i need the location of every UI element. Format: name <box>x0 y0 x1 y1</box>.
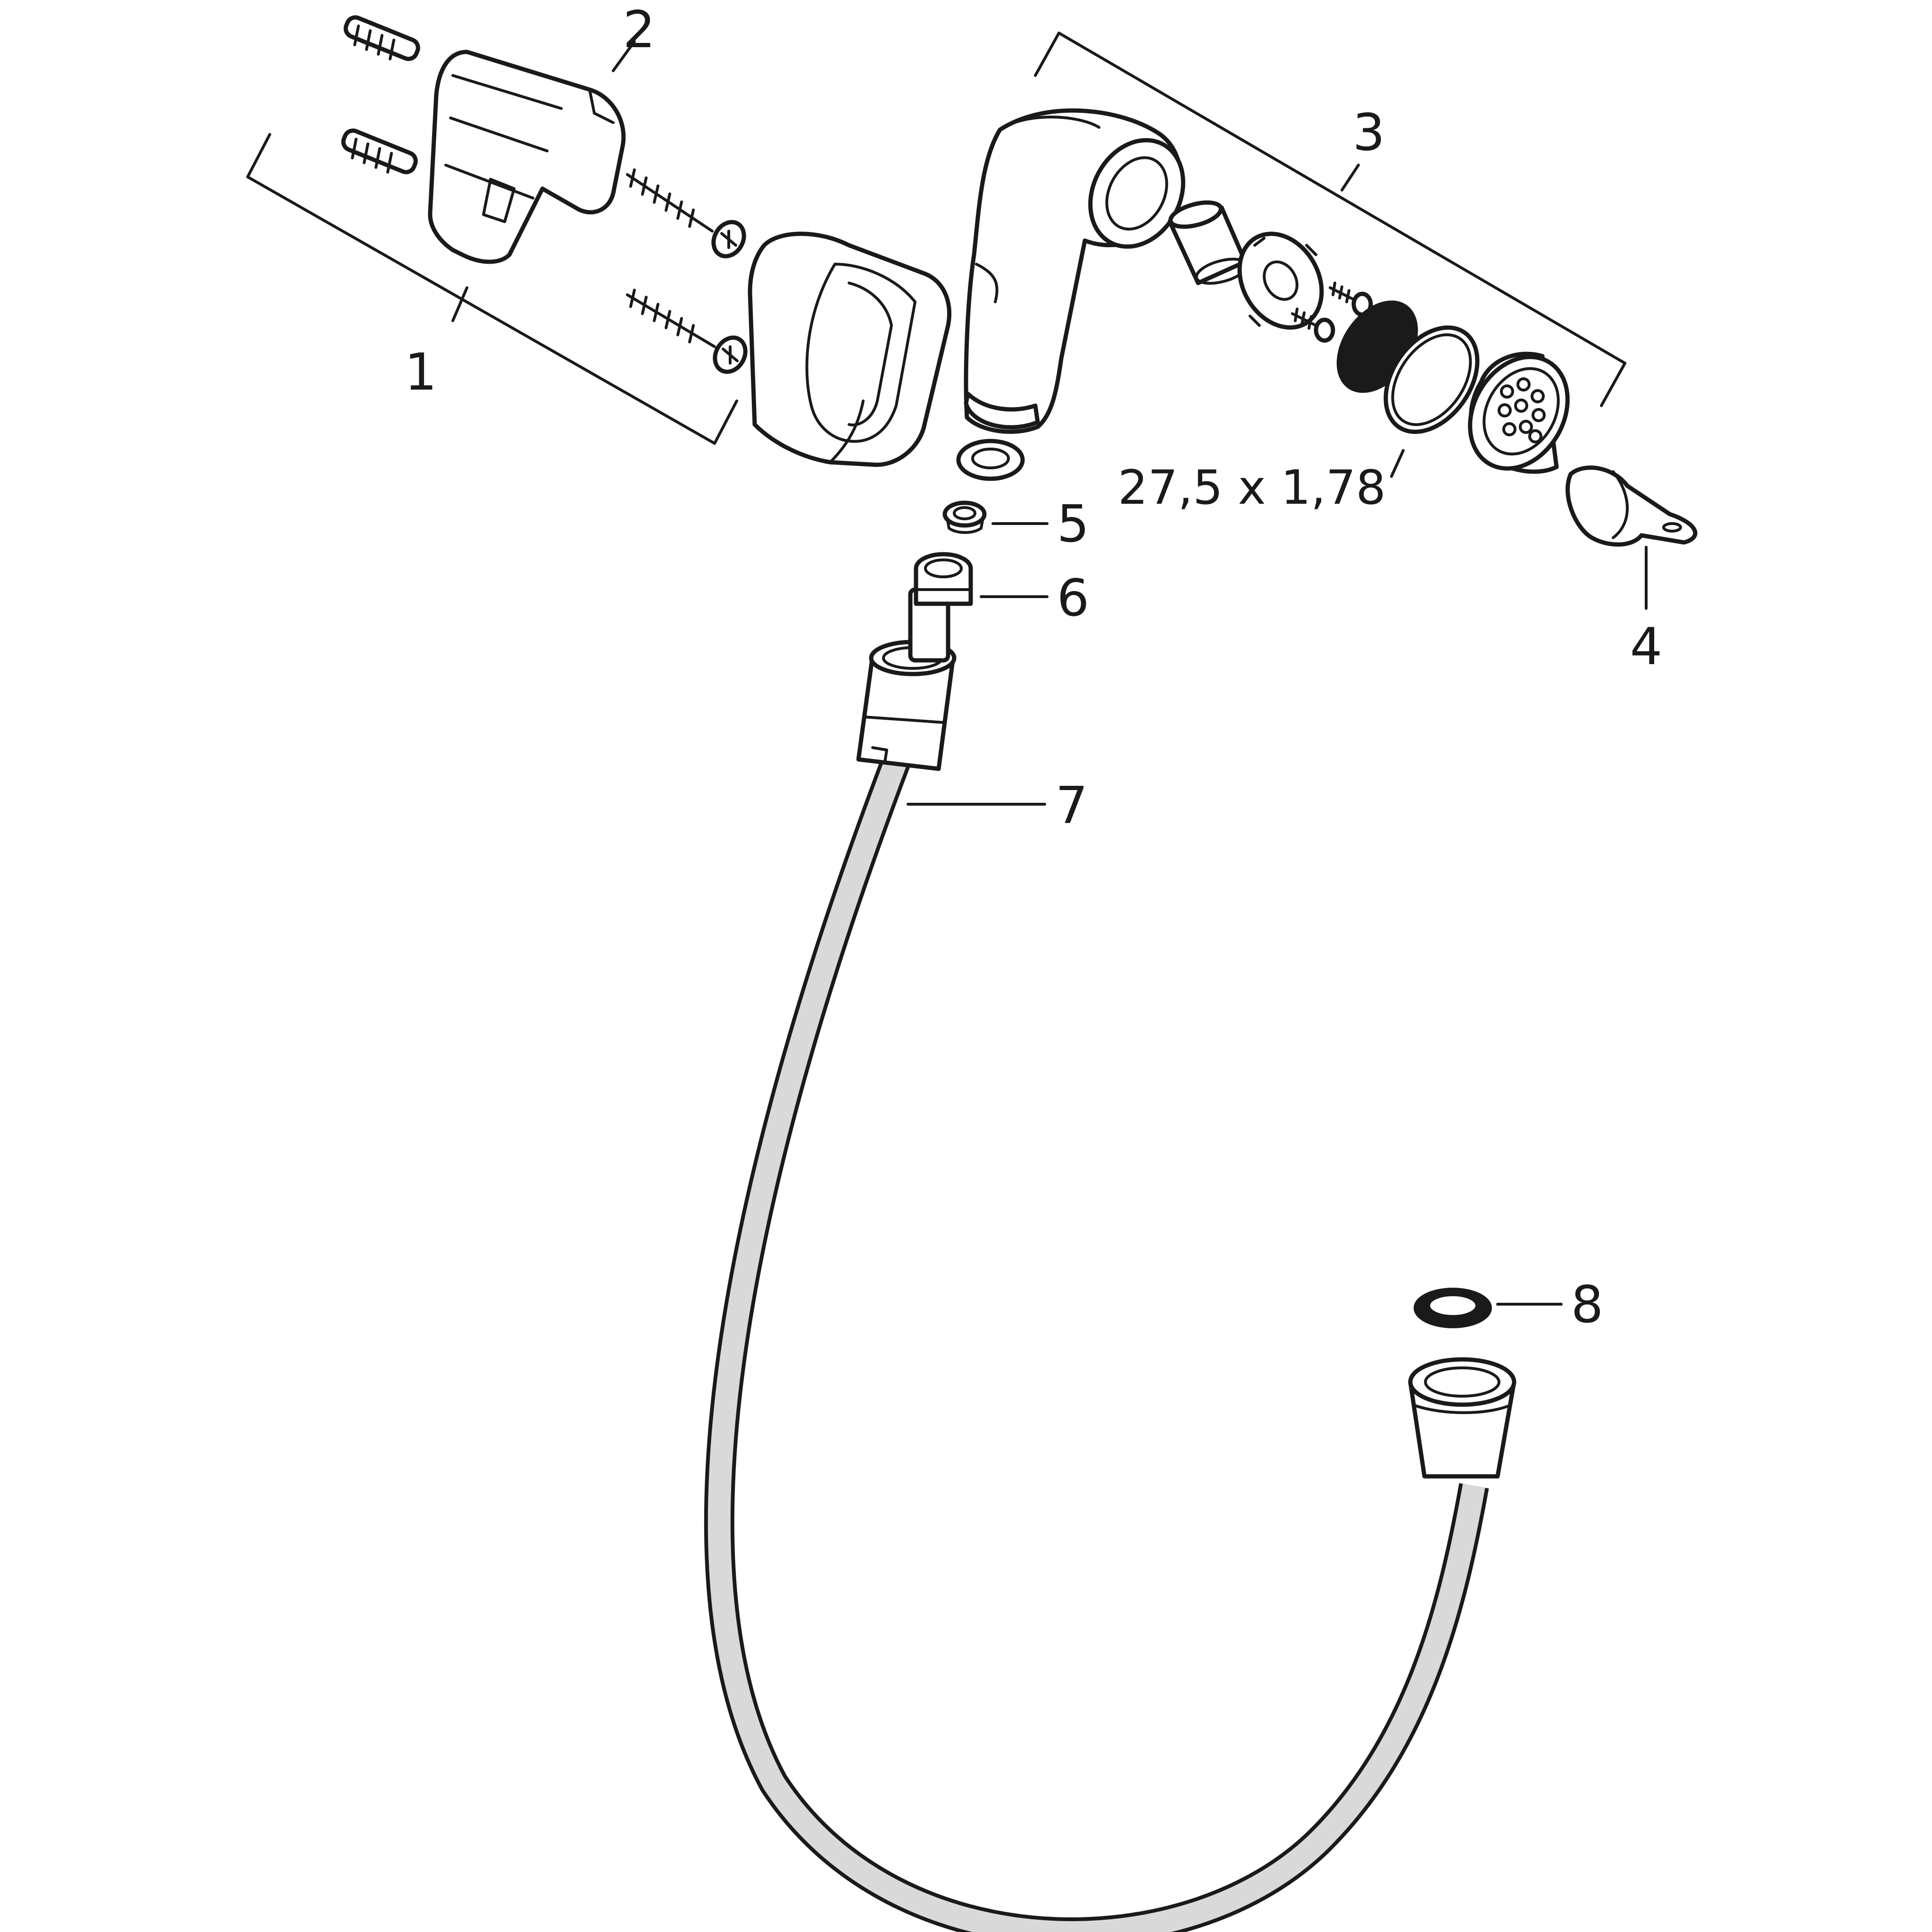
small-screw-a <box>1329 282 1373 317</box>
hose-nut-lower <box>1408 1357 1516 1479</box>
callout-7: 7 <box>1056 776 1088 835</box>
wall-screw-lower <box>626 289 748 374</box>
callout-5: 5 <box>1057 495 1090 554</box>
shower-hose <box>704 749 1489 1932</box>
holder-cover <box>748 232 952 467</box>
leader-oring <box>1390 449 1405 478</box>
callout-4: 4 <box>1630 617 1663 676</box>
retaining-ring <box>1237 232 1324 330</box>
callout-3: 3 <box>1353 103 1385 162</box>
spray-face <box>1468 351 1570 474</box>
callout-2: 2 <box>623 0 656 59</box>
o-ring <box>1383 325 1480 434</box>
bracket-1 <box>246 133 738 445</box>
oring-dimension-label: 27,5 x 1,78 <box>1118 460 1386 515</box>
wall-anchor-upper <box>343 15 420 61</box>
hand-shower <box>964 108 1185 434</box>
sealing-washer <box>1414 1288 1492 1328</box>
trigger-lever <box>1566 465 1698 547</box>
flow-washer-set <box>942 439 1025 534</box>
leader-2 <box>612 40 636 72</box>
callout-6: 6 <box>1057 569 1090 628</box>
hose-nipple <box>908 552 973 663</box>
holder-base-plate <box>428 50 626 264</box>
callout-1: 1 <box>405 343 437 402</box>
shower-cartridge <box>1167 200 1249 285</box>
callout-8: 8 <box>1571 1275 1604 1334</box>
wall-anchor-lower <box>341 128 418 175</box>
wall-screw-upper <box>626 168 746 258</box>
bracket-3 <box>1034 32 1626 407</box>
small-screw-b <box>1291 308 1335 343</box>
